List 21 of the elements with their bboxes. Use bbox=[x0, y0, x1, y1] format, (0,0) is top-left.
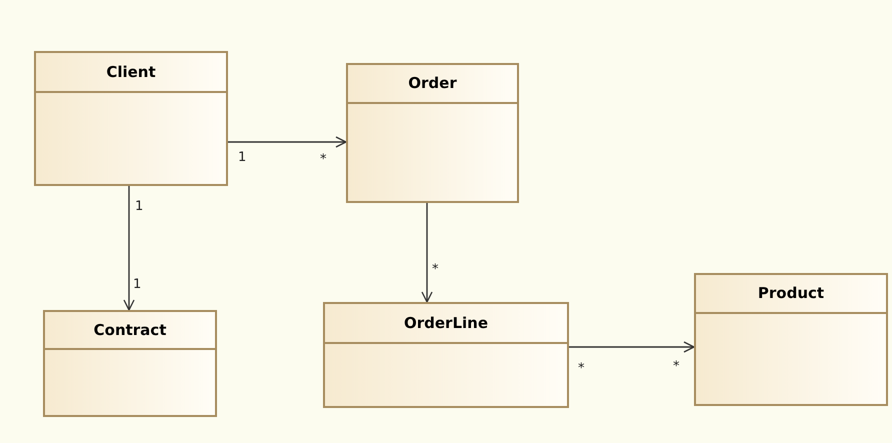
class-name: Client bbox=[106, 62, 156, 83]
multiplicity-label: * bbox=[320, 153, 326, 166]
association-arrow bbox=[228, 136, 347, 148]
association-arrow bbox=[123, 186, 135, 311]
multiplicity-label: * bbox=[578, 362, 584, 375]
multiplicity-label: 1 bbox=[133, 278, 142, 291]
class-box bbox=[346, 63, 519, 203]
multiplicity-label: * bbox=[673, 360, 680, 373]
multiplicity-label: 1 bbox=[135, 200, 144, 213]
association-arrow bbox=[421, 203, 433, 303]
multiplicity-label: 1 bbox=[238, 151, 246, 164]
class-name: Order bbox=[408, 73, 457, 94]
class-box bbox=[43, 310, 217, 417]
association-arrow bbox=[569, 341, 695, 353]
class-box bbox=[694, 273, 888, 406]
class-name: Product bbox=[758, 283, 824, 304]
multiplicity-label: * bbox=[432, 263, 438, 276]
class-name: OrderLine bbox=[404, 312, 488, 334]
class-box bbox=[323, 302, 569, 408]
class-name: Contract bbox=[94, 320, 166, 341]
class-box bbox=[34, 51, 228, 186]
